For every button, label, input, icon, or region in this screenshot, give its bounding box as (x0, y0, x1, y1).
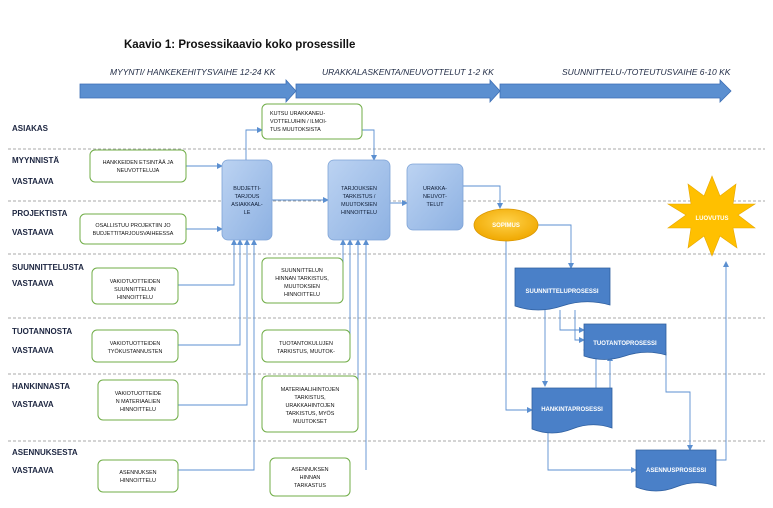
lane-separators (8, 148, 765, 442)
process-suunnittelu-label: SUUNNITTELUPROSESSI (525, 289, 598, 295)
box-vakio-tyo-line-1: VAKIOTUOTTEIDEN (110, 341, 161, 347)
box-hankkeiden-line-1: HANKKEIDEN ETSINTÄÄ JA (103, 159, 174, 166)
box-vakio-materiaali: VAKIOTUOTTEIDE N MATERIAALIEN HINNOITTEL… (97, 379, 179, 421)
box-suunnittelun-tarkistus-line-1: SUUNNITTELUN (281, 268, 323, 274)
box-vakio-tyo: VAKIOTUOTTEIDEN TYÖKUSTANNUSTEN (91, 329, 179, 363)
box-budjetti-line-1: BUDJETTI- (233, 186, 261, 192)
box-budjetti: BUDJETTI- TARJOUS ASIAKKAAL- LE (221, 159, 273, 241)
box-osallistuu: OSALLISTUU PROJEKTIIN JO BUDJETTITARJOUS… (79, 213, 187, 245)
lane-label-hankinta-1: HANKINNASTA (12, 382, 70, 391)
box-tuotantokulujen-line-2: TARKISTUS, MUUTOK- (277, 349, 335, 355)
box-vakio-tyo-line-2: TYÖKUSTANNUSTEN (108, 348, 163, 355)
lane-label-suunnittelu-1: SUUNNITTELUSTA (12, 263, 84, 272)
box-materiaalihintojen-line-1: MATERIAALIHINTOJEN (281, 387, 340, 393)
box-materiaalihintojen-line-5: MUUTOKSET (293, 419, 327, 425)
box-asennuksen-tarkistus-line-3: TARKASTUS (294, 483, 326, 489)
process-asennus-label: ASENNUSPROSESSI (646, 468, 706, 474)
process-hankinta-label: HANKINTAPROSESSI (541, 407, 603, 413)
box-urakkaneuvottelut-line-1: URAKKA- (423, 186, 447, 192)
box-tarjouksen-line-2: TARKISTUS / (343, 194, 376, 200)
box-asennuksen-hinnoittelu: ASENNUKSEN HINNOITTELU (97, 459, 179, 493)
lane-label-myynti-2: VASTAAVA (12, 177, 54, 186)
box-vakio-suunnittelu: VAKIOTUOTTEIDEN SUUNNITTELUN HINNOITTELU (91, 267, 179, 305)
process-tuotanto: TUOTANTOPROSESSI (583, 323, 667, 360)
box-tarjouksen-line-3: MUUTOKSIEN (341, 202, 377, 208)
box-kutsu-line-2: VOTTELUIHIN / ILMOI- (270, 119, 327, 125)
box-osallistuu-line-1: OSALLISTUU PROJEKTIIN JO (95, 223, 170, 229)
process-suunnittelu: SUUNNITTELUPROSESSI (514, 267, 611, 311)
box-urakkaneuvottelut-line-3: TELUT (426, 202, 444, 208)
phase-arrow-sales (79, 78, 297, 104)
box-materiaalihintojen: MATERIAALIHINTOJEN TARKISTUS, URAKKAHINT… (261, 375, 359, 433)
box-tarjouksen: TARJOUKSEN TARKISTUS / MUUTOKSIEN HINNOI… (327, 159, 391, 241)
box-vakio-suunnittelu-line-2: SUUNNITTELUN (114, 287, 156, 293)
box-asennuksen-hinnoittelu-line-1: ASENNUKSEN (119, 470, 156, 476)
box-vakio-materiaali-line-3: HINNOITTELU (120, 407, 156, 413)
box-asennuksen-tarkistus-line-2: HINNAN (300, 475, 321, 481)
sopimus-label: SOPIMUS (492, 223, 520, 229)
phase-arrows (79, 78, 732, 104)
phase-label-sales: MYYNTI/ HANKEKEHITYSVAIHE 12-24 KK (110, 67, 276, 77)
diagram-title: Kaavio 1: Prosessikaavio koko prosessill… (124, 39, 355, 51)
process-tuotanto-label: TUOTANTOPROSESSI (593, 341, 657, 347)
lane-label-tuotanto-2: VASTAAVA (12, 346, 54, 355)
box-kutsu-line-3: TUS MUUTOKSISTA (270, 127, 321, 133)
box-suunnittelun-tarkistus-line-3: MUUTOKSIEN (284, 284, 320, 290)
sopimus-ellipse: SOPIMUS (473, 208, 539, 242)
box-budjetti-line-3: ASIAKKAAL- (231, 202, 263, 208)
box-budjetti-line-4: LE (244, 210, 251, 216)
lane-label-asennus-1: ASENNUKSESTA (12, 448, 78, 457)
box-tarjouksen-line-1: TARJOUKSEN (341, 186, 377, 192)
phase-arrow-negotiation (295, 78, 501, 104)
box-tuotantokulujen: TUOTANTOKULUJEN TARKISTUS, MUUTOK- (261, 329, 351, 363)
lane-label-projekti-2: VASTAAVA (12, 228, 54, 237)
box-materiaalihintojen-line-3: URAKKAHINTOJEN (285, 403, 334, 409)
box-vakio-materiaali-line-1: VAKIOTUOTTEIDE (115, 391, 162, 397)
phase-arrow-implementation (499, 79, 732, 103)
box-asennuksen-tarkistus: ASENNUKSEN HINNAN TARKASTUS (269, 457, 351, 497)
box-urakkaneuvottelut-line-2: NEUVOT- (423, 194, 447, 200)
box-tuotantokulujen-line-1: TUOTANTOKULUJEN (279, 341, 333, 347)
box-osallistuu-line-2: BUDJETTITARJOUSVAIHEESSA (93, 231, 174, 237)
process-hankinta: HANKINTAPROSESSI (531, 387, 613, 434)
lane-label-myynti-1: MYYNNISTÄ (12, 156, 59, 165)
box-vakio-materiaali-line-2: N MATERIAALIEN (116, 399, 161, 405)
lane-label-asennus-2: VASTAAVA (12, 466, 54, 475)
box-hankkeiden: HANKKEIDEN ETSINTÄÄ JA NEUVOTTELUJA (89, 149, 187, 183)
box-urakkaneuvottelut: URAKKA- NEUVOT- TELUT (406, 163, 464, 231)
box-tarjouksen-line-4: HINNOITTELU (341, 210, 377, 216)
box-kutsu-line-1: KUTSU URAKKANEU- (270, 111, 325, 117)
lane-label-tuotanto-1: TUOTANNOSTA (12, 327, 72, 336)
box-suunnittelun-tarkistus: SUUNNITTELUN HINNAN TARKISTUS, MUUTOKSIE… (261, 257, 344, 304)
box-vakio-suunnittelu-line-3: HINNOITTELU (117, 295, 153, 301)
lane-label-asiakas: ASIAKAS (12, 124, 49, 133)
box-materiaalihintojen-line-2: TARKISTUS, (294, 395, 326, 401)
box-budjetti-line-2: TARJOUS (235, 194, 260, 200)
luovutus-label: LUOVUTUS (696, 216, 729, 222)
box-asennuksen-hinnoittelu-line-2: HINNOITTELU (120, 478, 156, 484)
box-vakio-suunnittelu-line-1: VAKIOTUOTTEIDEN (110, 279, 161, 285)
phase-label-implementation: SUUNNITTELU-/TOTEUTUSVAIHE 6-10 KK (562, 67, 731, 77)
box-suunnittelun-tarkistus-line-4: HINNOITTELU (284, 292, 320, 298)
lane-label-suunnittelu-2: VASTAAVA (12, 279, 54, 288)
box-hankkeiden-line-2: NEUVOTTELUJA (117, 168, 160, 174)
lane-label-hankinta-2: VASTAAVA (12, 400, 54, 409)
lane-label-projekti-1: PROJEKTISTA (12, 209, 68, 218)
luovutus-starburst: LUOVUTUS (666, 175, 757, 257)
phase-label-negotiation: URAKKALASKENTA/NEUVOTTELUT 1-2 KK (322, 67, 494, 77)
process-asennus: ASENNUSPROSESSI (635, 449, 717, 492)
box-kutsu: KUTSU URAKKANEU- VOTTELUIHIN / ILMOI- TU… (261, 103, 363, 140)
box-materiaalihintojen-line-4: TARKISTUS, MYÖS (286, 410, 335, 417)
box-asennuksen-tarkistus-line-1: ASENNUKSEN (291, 467, 328, 473)
box-suunnittelun-tarkistus-line-2: HINNAN TARKISTUS, (275, 276, 329, 282)
